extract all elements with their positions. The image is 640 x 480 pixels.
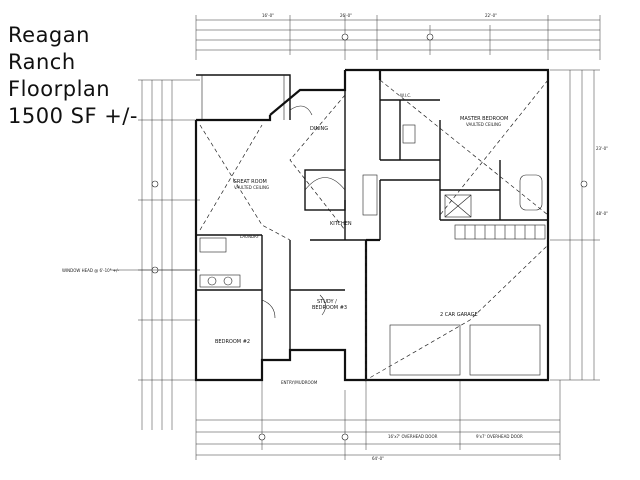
room-label-master: MASTER BEDROOM: [460, 116, 508, 122]
room-sub-study: BEDROOM #3: [312, 305, 347, 311]
door-swing: [289, 105, 313, 116]
exterior-walls: [194, 68, 550, 382]
grid-bubble: [341, 433, 349, 441]
kitchen-counter: [362, 174, 378, 216]
tub: [519, 174, 543, 211]
room-label-kitchen: KITCHEN: [330, 221, 352, 227]
room-label-study: STUDY /: [317, 299, 337, 305]
garage-door-note: 16'x7' OVERHEAD DOOR: [388, 434, 438, 439]
vanity: [199, 274, 241, 288]
room-sub-master: VAULTED CEILING: [466, 122, 501, 127]
grid-bubble: [580, 180, 588, 188]
room-sub-great-room: VAULTED CEILING: [234, 185, 269, 190]
top-dim-1: 16'-0": [262, 13, 274, 18]
room-label-great-room: GREAT ROOM: [233, 179, 267, 185]
top-dim-2: 26'-0": [340, 13, 352, 18]
toilet: [402, 124, 416, 144]
title-line-1: Reagan: [8, 23, 90, 47]
ceiling-lines: [199, 79, 549, 381]
title-line-4: 1500 SF +/-: [8, 104, 138, 128]
bottom-dim-total: 64'-0": [372, 456, 384, 461]
car-space: [389, 324, 461, 376]
grid-bubble: [341, 33, 349, 41]
room-label-bedroom2: BEDROOM #2: [215, 339, 250, 345]
shower: [444, 194, 472, 218]
tub-2: [199, 237, 227, 253]
car-space-2: [469, 324, 541, 376]
sink-2: [223, 276, 233, 286]
title-line-3: Floorplan: [8, 77, 111, 101]
room-labels: GREAT ROOM VAULTED CEILING DINING KITCHE…: [215, 93, 508, 385]
right-dimension-lines: 23'-0" 48'-0": [550, 69, 608, 381]
sink: [207, 276, 217, 286]
room-label-wic: W.I.C.: [400, 93, 411, 98]
window-head-note: WINDOW HEAD @ 6'-10" +/-: [62, 268, 119, 273]
grid-bubble: [151, 180, 159, 188]
room-label-garage: 2 CAR GARAGE: [440, 312, 478, 318]
door-swing-3: [319, 294, 326, 316]
room-label-entry: ENTRY/MUDROOM: [281, 380, 318, 385]
room-label-laundry: LAUNDRY: [240, 234, 260, 239]
title-block: Reagan Ranch Floorplan 1500 SF +/-: [8, 22, 138, 130]
right-dim-2: 48'-0": [596, 211, 608, 216]
door-swing-2: [261, 299, 276, 319]
top-dimension-lines: 16'-0" 26'-0" 22'-0": [195, 13, 601, 60]
room-label-dining: DINING: [310, 126, 328, 132]
bottom-dimension-lines: 64'-0" 16'x7' OVERHEAD DOOR 9'x7' OVERHE…: [195, 380, 561, 461]
top-dim-3: 22'-0": [485, 13, 497, 18]
island-curve: [304, 177, 346, 191]
right-dim-1: 23'-0": [596, 146, 608, 151]
fixtures: [199, 105, 546, 376]
garage-door-note-2: 9'x7' OVERHEAD DOOR: [476, 434, 523, 439]
left-dimension-lines: WINDOW HEAD @ 6'-10" +/-: [62, 79, 200, 430]
stairs: [454, 224, 546, 240]
grid-bubble: [258, 433, 266, 441]
grid-bubble: [426, 33, 434, 41]
title-line-2: Ranch: [8, 50, 76, 74]
